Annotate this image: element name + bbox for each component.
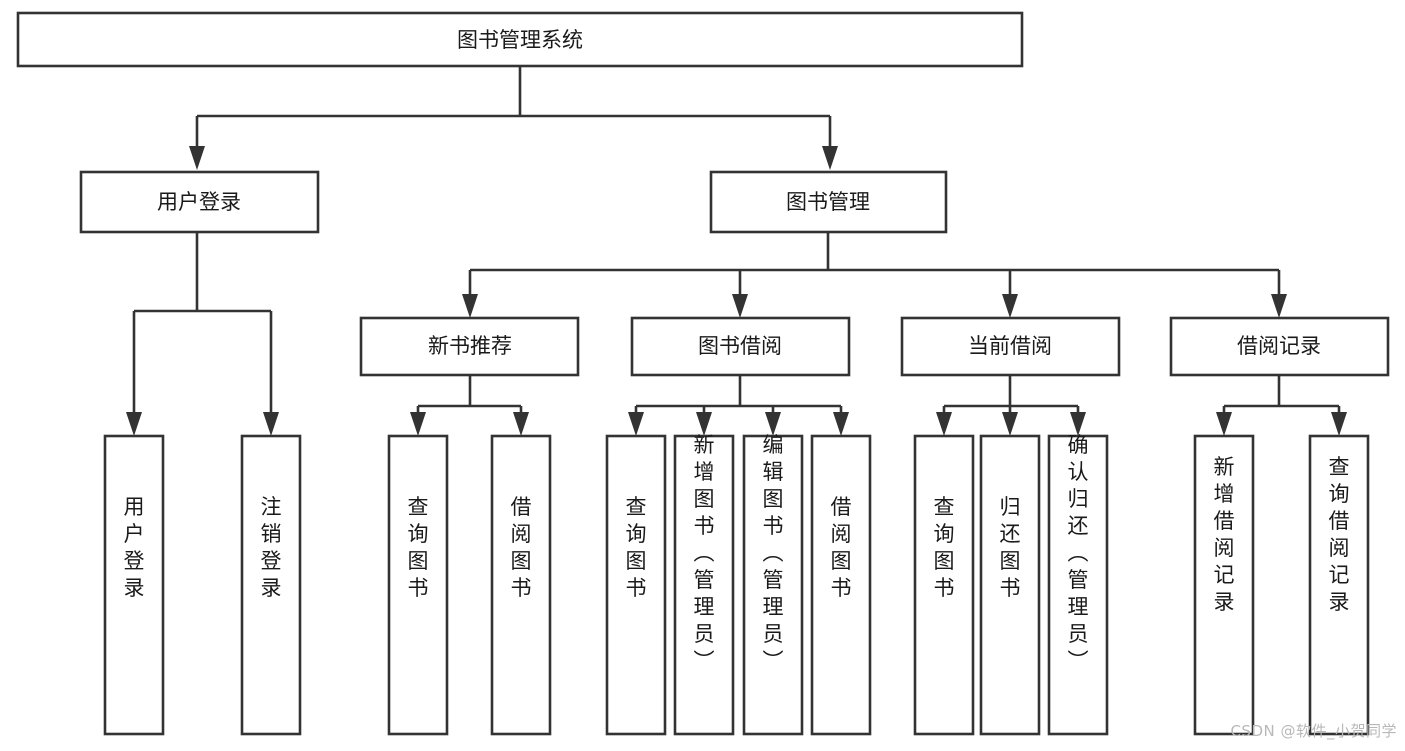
node-current-borrow-box[interactable] — [900, 316, 1121, 377]
node-borrow-record[interactable]: 借阅记录 — [1169, 316, 1390, 377]
node-leaf-query-book-1-box[interactable] — [387, 434, 449, 736]
arrow-to-new-book-recommend — [462, 294, 478, 318]
node-leaf-return-book-box[interactable] — [979, 434, 1041, 736]
arrow-to-leaf-borrow-book-1 — [513, 412, 529, 436]
node-leaf-query-book-1[interactable]: 查询图书 — [387, 434, 449, 736]
node-leaf-add-book[interactable]: 新增图书︵管理员︶ — [673, 433, 735, 736]
node-leaf-add-record-box[interactable] — [1193, 434, 1255, 736]
node-book-borrow-label: 图书借阅 — [698, 334, 782, 358]
node-leaf-add-book-box[interactable] — [673, 434, 735, 736]
node-leaf-edit-book-label: 编辑图书︵管理员︶ — [763, 433, 784, 673]
node-user-login-box[interactable] — [79, 170, 320, 234]
node-borrow-record-label: 借阅记录 — [1237, 334, 1321, 358]
node-leaf-user-login-label: 用户登录 — [124, 495, 145, 600]
node-user-login[interactable]: 用户登录 — [79, 170, 320, 234]
node-leaf-borrow-book-2-box[interactable] — [810, 434, 872, 736]
node-leaf-borrow-book-1[interactable]: 借阅图书 — [490, 434, 552, 736]
node-leaf-add-record[interactable]: 新增借阅记录 — [1193, 434, 1255, 736]
node-leaf-query-book-2-label: 查询图书 — [626, 495, 647, 600]
node-book-borrow-box[interactable] — [630, 316, 851, 377]
node-leaf-user-login-box[interactable] — [103, 434, 165, 736]
node-leaf-add-record-label: 新增借阅记录 — [1214, 455, 1235, 614]
node-root[interactable]: 图书管理系统 — [16, 11, 1024, 68]
node-root-box[interactable] — [16, 11, 1024, 68]
node-leaf-query-record-box[interactable] — [1308, 434, 1370, 736]
arrow-to-leaf-query-book-3 — [936, 412, 952, 436]
arrow-to-book-borrow — [732, 294, 748, 318]
node-leaf-borrow-book-2[interactable]: 借阅图书 — [810, 434, 872, 736]
node-leaf-add-book-label: 新增图书︵管理员︶ — [694, 433, 715, 673]
arrow-to-leaf-user-login — [126, 412, 142, 436]
node-leaf-query-record[interactable]: 查询借阅记录 — [1308, 434, 1370, 736]
node-current-borrow-label: 当前借阅 — [968, 334, 1052, 358]
arrow-to-borrow-record — [1271, 294, 1287, 318]
node-leaf-confirm-return-label: 确认归还︵管理员︶ — [1068, 433, 1089, 673]
arrow-to-book-manage — [822, 146, 838, 170]
node-leaf-borrow-book-2-label: 借阅图书 — [831, 495, 852, 600]
node-leaf-confirm-return[interactable]: 确认归还︵管理员︶ — [1047, 433, 1109, 736]
node-leaf-user-logout[interactable]: 注销登录 — [240, 434, 302, 736]
node-user-login-label: 用户登录 — [157, 190, 241, 214]
node-leaf-user-logout-label: 注销登录 — [261, 495, 282, 600]
node-leaf-query-book-3-box[interactable] — [913, 434, 975, 736]
node-leaf-borrow-book-1-label: 借阅图书 — [511, 495, 532, 600]
node-new-book-recommend-box[interactable] — [359, 316, 580, 377]
arrow-to-current-borrow — [1002, 294, 1018, 318]
arrow-to-leaf-user-logout — [263, 412, 279, 436]
node-leaf-query-record-label: 查询借阅记录 — [1329, 455, 1350, 614]
node-leaf-query-book-3-label: 查询图书 — [934, 495, 955, 600]
arrow-to-leaf-borrow-book-2 — [833, 412, 849, 436]
node-book-manage-label: 图书管理 — [786, 190, 870, 214]
node-leaf-confirm-return-box[interactable] — [1047, 434, 1109, 736]
node-leaf-edit-book-box[interactable] — [742, 434, 804, 736]
node-leaf-return-book-label: 归还图书 — [1000, 495, 1021, 600]
connector-layer — [126, 66, 1347, 436]
arrow-to-leaf-query-book-2 — [628, 412, 644, 436]
node-leaf-return-book[interactable]: 归还图书 — [979, 434, 1041, 736]
arrow-to-leaf-add-record — [1216, 412, 1232, 436]
arrow-to-leaf-query-book-1 — [410, 412, 426, 436]
node-leaf-query-book-1-label: 查询图书 — [408, 495, 429, 600]
node-new-book-recommend-label: 新书推荐 — [428, 334, 512, 358]
node-book-manage-box[interactable] — [709, 170, 948, 234]
node-leaf-query-book-2-box[interactable] — [605, 434, 667, 736]
node-book-borrow[interactable]: 图书借阅 — [630, 316, 851, 377]
node-new-book-recommend[interactable]: 新书推荐 — [359, 316, 580, 377]
node-borrow-record-box[interactable] — [1169, 316, 1390, 377]
node-leaf-edit-book[interactable]: 编辑图书︵管理员︶ — [742, 433, 804, 736]
node-root-label: 图书管理系统 — [457, 28, 583, 52]
node-leaf-query-book-2[interactable]: 查询图书 — [605, 434, 667, 736]
node-leaf-borrow-book-1-box[interactable] — [490, 434, 552, 736]
node-leaf-query-book-3[interactable]: 查询图书 — [913, 434, 975, 736]
arrow-to-user-login — [189, 146, 205, 170]
node-current-borrow[interactable]: 当前借阅 — [900, 316, 1121, 377]
arrow-to-leaf-return-book — [1002, 412, 1018, 436]
arrow-to-leaf-query-record — [1331, 412, 1347, 436]
node-leaf-user-login[interactable]: 用户登录 — [103, 434, 165, 736]
node-book-manage[interactable]: 图书管理 — [709, 170, 948, 234]
node-leaf-user-logout-box[interactable] — [240, 434, 302, 736]
